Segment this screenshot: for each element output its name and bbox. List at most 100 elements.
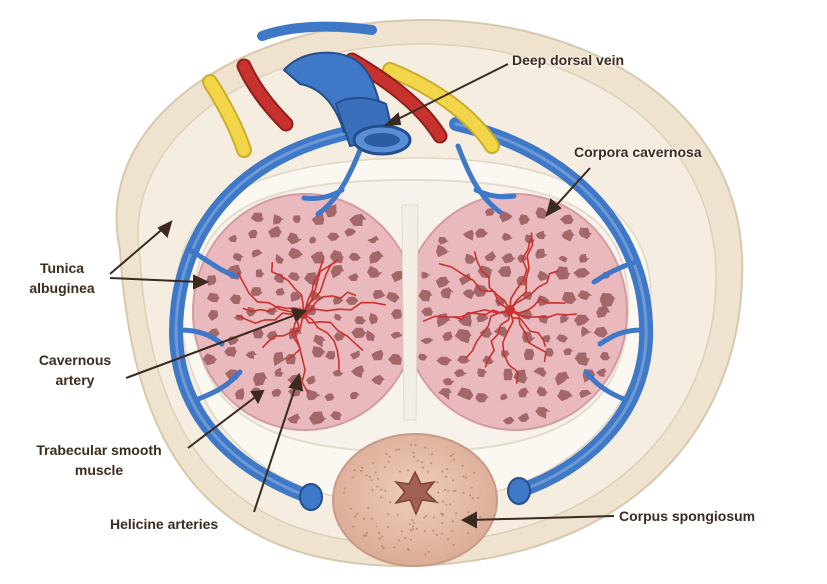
spongiosum-dot: [421, 461, 423, 463]
spongiosum-dot: [447, 490, 449, 492]
spongiosum-dot: [413, 456, 415, 458]
spongiosum-dot: [356, 513, 358, 515]
spongiosum-dot: [422, 467, 424, 469]
spongiosum-dot: [479, 516, 481, 518]
spongiosum-dot: [428, 551, 430, 553]
spongiosum-dot: [397, 514, 399, 516]
spongiosum-dot: [410, 529, 412, 531]
spongiosum-dot: [453, 459, 455, 461]
spongiosum-dot: [380, 496, 382, 498]
spongiosum-dot: [365, 474, 367, 476]
spongiosum-dot: [381, 545, 383, 547]
corpus-spongiosum: [333, 434, 497, 566]
spongiosum-dot: [408, 549, 410, 551]
spongiosum-dot: [414, 444, 416, 446]
spongiosum-dot: [412, 452, 414, 454]
spongiosum-dot: [360, 470, 362, 472]
spongiosum-dot: [366, 532, 368, 534]
spongiosum-dot: [410, 444, 412, 446]
spongiosum-dot: [471, 497, 473, 499]
spongiosum-dot: [455, 512, 457, 514]
spongiosum-dot: [372, 462, 374, 464]
spongiosum-dot: [432, 530, 434, 532]
label-tunica-line1: Tunica: [14, 258, 110, 278]
spongiosum-dot: [417, 460, 419, 462]
spongiosum-dot: [387, 461, 389, 463]
cavernous-artery-right: [505, 305, 515, 315]
spongiosum-dot: [446, 468, 448, 470]
spongiosum-dot: [411, 519, 413, 521]
spongiosum-dot: [467, 511, 469, 513]
spongiosum-dot: [379, 538, 381, 540]
label-corpus-spongiosum: Corpus spongiosum: [619, 506, 755, 526]
spongiosum-dot: [395, 449, 397, 451]
spongiosum-dot: [424, 553, 426, 555]
spongiosum-dot: [441, 513, 443, 515]
spongiosum-dot: [389, 501, 391, 503]
spongiosum-dot: [399, 470, 401, 472]
spongiosum-dot: [447, 538, 449, 540]
spongiosum-dot: [393, 546, 395, 548]
spongiosum-dot: [387, 513, 389, 515]
spongiosum-dot: [431, 453, 433, 455]
spongiosum-dot: [385, 453, 387, 455]
spongiosum-dot: [365, 535, 367, 537]
spongiosum-dot: [354, 515, 356, 517]
spongiosum-dot: [477, 497, 479, 499]
spongiosum-dot: [436, 534, 438, 536]
spongiosum-dot: [384, 490, 386, 492]
spongiosum-dot: [436, 481, 438, 483]
spongiosum-dot: [437, 491, 439, 493]
spongiosum-dot: [398, 539, 400, 541]
spongiosum-dot: [445, 476, 447, 478]
spongiosum-dot: [462, 492, 464, 494]
label-cavernous-line1: Cavernous: [20, 350, 130, 370]
spongiosum-dot: [367, 507, 369, 509]
spongiosum-dot: [412, 525, 414, 527]
spongiosum-dot: [371, 489, 373, 491]
spongiosum-dot: [451, 530, 453, 532]
label-trabecular-smooth-muscle: Trabecular smooth muscle: [4, 440, 194, 480]
spongiosum-dot: [452, 520, 454, 522]
spongiosum-dot: [461, 464, 463, 466]
spongiosum-dot: [375, 471, 377, 473]
spongiosum-dot: [469, 494, 471, 496]
spongiosum-dot: [404, 537, 406, 539]
spongiosum-dot: [413, 522, 415, 524]
spongiosum-dot: [377, 478, 379, 480]
spongiosum-dot: [430, 462, 432, 464]
spongiosum-dot: [416, 528, 418, 530]
spongiosum-dot: [369, 476, 371, 478]
spongiosum-dot: [473, 472, 475, 474]
spongiosum-dot: [380, 489, 382, 491]
spongiosum-dot: [424, 530, 426, 532]
spongiosum-dot: [352, 526, 354, 528]
spongiosum-dot: [452, 453, 454, 455]
spongiosum-dot: [381, 536, 383, 538]
spongiosum-dot: [425, 515, 427, 517]
label-cavernous-artery: Cavernous artery: [20, 350, 130, 390]
sinusoid-space: [503, 369, 513, 381]
label-cavernous-line2: artery: [20, 370, 130, 390]
spongiosum-dot: [407, 469, 409, 471]
spongiosum-dot: [410, 539, 412, 541]
spongiosum-dot: [409, 523, 411, 525]
spongiosum-dot: [452, 479, 454, 481]
spongiosum-dot: [424, 447, 426, 449]
spongiosum-dot: [462, 475, 464, 477]
spongiosum-dot: [401, 530, 403, 532]
spongiosum-dot: [384, 466, 386, 468]
spongiosum-dot: [344, 487, 346, 489]
spongiosum-dot: [412, 528, 414, 530]
spongiosum-dot: [353, 469, 355, 471]
spongiosum-dot: [442, 501, 444, 503]
vein-cut-end-right: [508, 478, 530, 504]
spongiosum-dot: [350, 508, 352, 510]
spongiosum-dot: [444, 489, 446, 491]
spongiosum-dot: [343, 492, 345, 494]
spongiosum-dot: [441, 470, 443, 472]
spongiosum-dot: [423, 517, 425, 519]
spongiosum-dot: [467, 532, 469, 534]
